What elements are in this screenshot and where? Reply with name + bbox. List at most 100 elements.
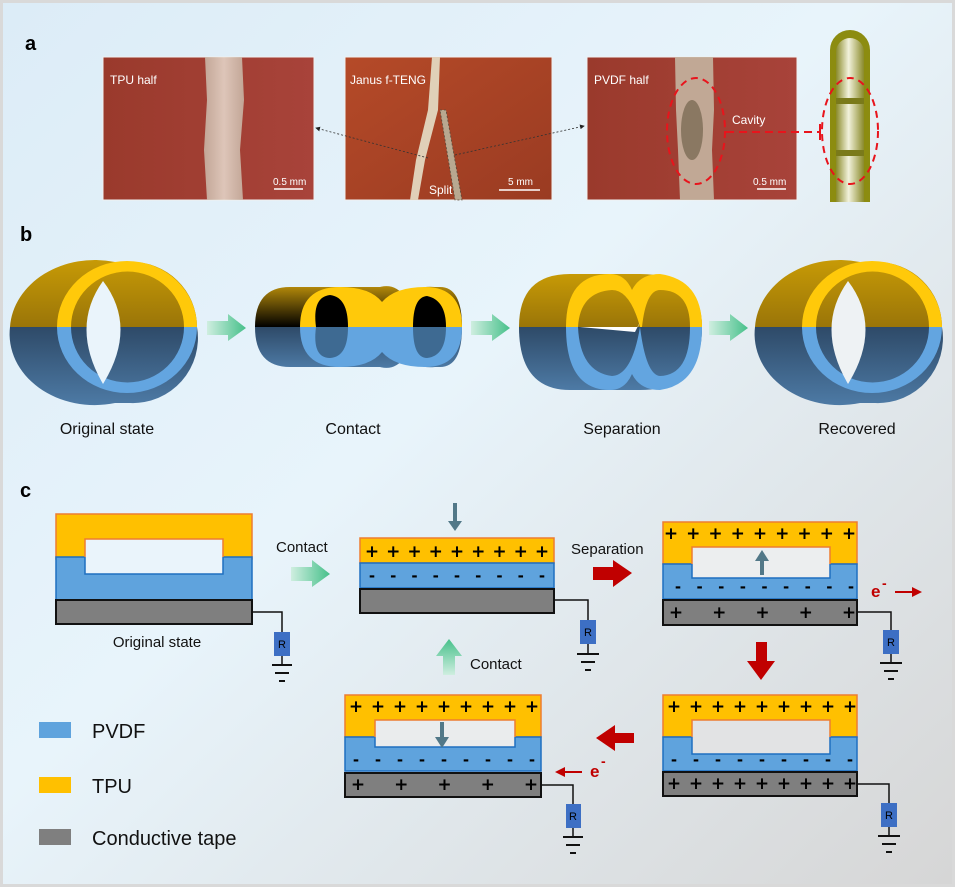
photo-janus-f-teng: Janus f-TENG Split 5 mm	[344, 56, 553, 201]
minus-charge: -	[353, 751, 359, 769]
resistor-ground-circuit: R	[857, 611, 902, 680]
minus-charge: -	[419, 751, 425, 769]
plus-charge: +	[711, 774, 725, 794]
arrow-label-separation: Separation	[571, 541, 644, 558]
minus-charge: -	[496, 567, 502, 585]
panel-a-label: a	[25, 33, 37, 55]
legend-swatch-tpu	[39, 777, 71, 793]
minus-charge: -	[737, 751, 743, 769]
plus-charge: +	[843, 774, 857, 794]
minus-charge: -	[518, 567, 524, 585]
minus-charge: -	[825, 751, 831, 769]
plus-charge: +	[667, 697, 681, 717]
photo-tpu-half-title: TPU half	[110, 73, 157, 87]
minus-charge: -	[441, 751, 447, 769]
plus-charge: +	[667, 774, 681, 794]
ring-contact-state	[255, 286, 462, 368]
plus-charge: +	[471, 542, 485, 562]
minus-charge: -	[718, 578, 724, 596]
legend-label-pvdf: PVDF	[92, 721, 145, 743]
plus-charge: +	[799, 774, 813, 794]
minus-charge: -	[369, 567, 375, 585]
ring-original-state	[9, 259, 198, 406]
positive-charges: +++++++++	[667, 774, 857, 794]
resistor-ground-circuit: R	[252, 611, 292, 682]
legend-label-tpu: TPU	[92, 776, 132, 798]
minus-charge: -	[761, 578, 767, 596]
plus-charge: +	[753, 524, 767, 544]
plus-charge: +	[407, 542, 421, 562]
cavity-highlight-ellipse	[666, 77, 726, 185]
plus-charge: +	[664, 524, 678, 544]
plus-charge: +	[525, 697, 539, 717]
minus-charge: -	[390, 567, 396, 585]
minus-charge: -	[411, 567, 417, 585]
minus-charge: -	[671, 751, 677, 769]
state-label-original: Original state	[60, 421, 154, 438]
plus-charge: +	[777, 697, 791, 717]
minus-charge: -	[848, 578, 854, 596]
plus-charge: +	[437, 775, 451, 795]
photo-tpu-half: TPU half 0.5 mm	[102, 56, 315, 201]
device-separation: +++++++++ --------- +++++	[662, 521, 858, 626]
legend-item-pvdf: PVDF	[39, 721, 145, 743]
legend-label-conductive-tape: Conductive tape	[92, 828, 237, 850]
minus-charge: -	[826, 578, 832, 596]
plus-charge: +	[535, 542, 549, 562]
green-arrow-icon	[207, 314, 246, 341]
pointer-line-to-tpu	[315, 126, 429, 159]
minus-charge: -	[783, 578, 789, 596]
green-arrow-icon	[471, 314, 510, 341]
minus-charge: -	[715, 751, 721, 769]
plus-charge: +	[799, 697, 813, 717]
plus-charge: +	[755, 603, 769, 623]
positive-charges: +++++	[351, 775, 538, 795]
legend-item-conductive-tape: Conductive tape	[39, 828, 237, 850]
plus-charge: +	[514, 542, 528, 562]
plus-charge: +	[689, 774, 703, 794]
red-arrow-down-icon	[747, 642, 775, 680]
split-annotation: Split	[429, 183, 453, 197]
red-arrow-right-icon	[593, 560, 632, 587]
plus-charge: +	[777, 774, 791, 794]
plus-charge: +	[731, 524, 745, 544]
minus-charge: -	[759, 751, 765, 769]
plus-charge: +	[351, 775, 365, 795]
red-arrow-small-left-icon	[555, 767, 582, 777]
resistor-icon	[274, 632, 290, 656]
arrow-label-contact-up: Contact	[470, 656, 523, 673]
plus-charge: +	[820, 524, 834, 544]
state-label-separation: Separation	[583, 421, 660, 438]
negative-charges: ---------	[671, 751, 853, 769]
plus-charge: +	[393, 697, 407, 717]
negative-charges: ---------	[353, 751, 535, 769]
press-down-arrow-icon	[448, 503, 462, 531]
ring-recovered-state	[754, 259, 943, 406]
plus-charge: +	[437, 697, 451, 717]
minus-charge: -	[397, 751, 403, 769]
state-label-recovered: Recovered	[818, 421, 895, 438]
plus-charge: +	[842, 603, 856, 623]
resistor-ground-circuit: R	[541, 784, 583, 854]
plus-charge: +	[492, 542, 506, 562]
legend-item-tpu: TPU	[39, 776, 132, 798]
plus-charge: +	[481, 697, 495, 717]
legend-swatch-conductive-tape	[39, 829, 71, 845]
minus-charge: -	[454, 567, 460, 585]
svg-text:R: R	[569, 811, 577, 823]
minus-charge: -	[805, 578, 811, 596]
separate-up-arrow-icon	[755, 550, 769, 575]
positive-charges: +++++++++	[667, 697, 857, 717]
negative-charges: ---------	[369, 567, 545, 585]
electron-flow-right: e -	[871, 575, 922, 601]
plus-charge: +	[394, 775, 408, 795]
svg-text:-: -	[601, 753, 606, 769]
plus-charge: +	[733, 774, 747, 794]
positive-charges: +++++++++	[365, 542, 549, 562]
negative-charges: ---------	[675, 578, 854, 596]
minus-charge: -	[463, 751, 469, 769]
svg-text:e: e	[871, 582, 880, 601]
plus-charge: +	[415, 697, 429, 717]
arrow-label-contact: Contact	[276, 539, 329, 556]
plus-charge: +	[503, 697, 517, 717]
